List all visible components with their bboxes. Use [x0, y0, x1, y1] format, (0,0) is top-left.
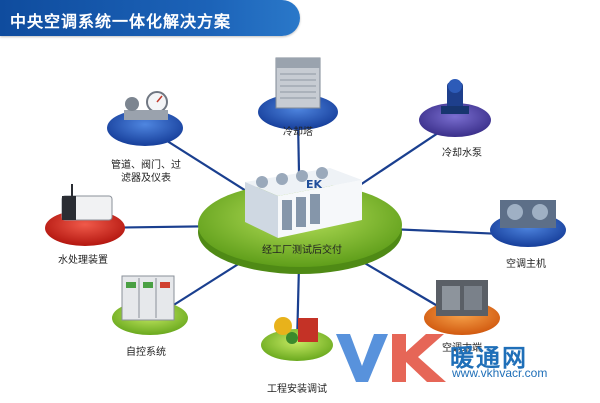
label-install: 工程安装调试: [267, 384, 327, 395]
node-pipes-valves: [107, 91, 183, 146]
label-pipes-line2: 滤器及仪表: [121, 173, 171, 184]
chiller-unit-icon: [500, 200, 556, 228]
title-banner: 中央空调系统一体化解决方案: [0, 0, 300, 36]
label-cooling-pump: 冷却水泵: [442, 148, 482, 159]
node-install: [261, 317, 333, 361]
center-hub: [198, 167, 402, 274]
watermark-url: www.vkhvacr.com: [452, 366, 548, 380]
label-chiller: 空调主机: [506, 259, 546, 270]
label-center: 经工厂测试后交付: [262, 245, 342, 256]
water-treatment-icon: [61, 184, 113, 221]
watermark-text: 暖通网: [450, 344, 528, 372]
control-cabinet-icon: [121, 275, 175, 321]
pump-icon: [441, 79, 469, 114]
node-control: [112, 275, 188, 335]
vk-logo: [336, 334, 446, 382]
install-equipment-icon: [274, 317, 318, 344]
label-pipes-valves: 管道、阀门、过 滤器及仪表: [98, 159, 194, 185]
label-pipes-line1: 管道、阀门、过: [111, 160, 181, 171]
label-brand: EK: [305, 178, 323, 191]
node-chiller: [490, 200, 566, 247]
node-water-treatment: [45, 184, 125, 246]
node-terminal: [424, 280, 500, 335]
node-cooling-pump: [419, 79, 491, 137]
label-control: 自控系统: [126, 347, 166, 358]
node-cooling-tower: [258, 57, 338, 130]
valve-gauge-icon: [124, 91, 168, 120]
label-water-treatment: 水处理装置: [58, 255, 108, 266]
center-chiller-icon: [245, 167, 362, 238]
terminal-unit-icon: [436, 280, 488, 316]
page-title: 中央空调系统一体化解决方案: [10, 12, 232, 31]
label-cooling-tower: 冷却塔: [283, 127, 313, 138]
label-terminal: 空调末端: [442, 343, 482, 354]
